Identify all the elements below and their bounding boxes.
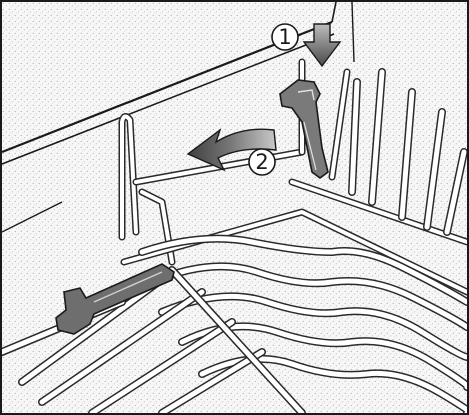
callout-step-1: 1 [272, 24, 298, 50]
callout-step-2: 2 [249, 149, 275, 175]
callout-step-2-label: 2 [255, 150, 268, 174]
callout-step-1-label: 1 [278, 25, 291, 49]
